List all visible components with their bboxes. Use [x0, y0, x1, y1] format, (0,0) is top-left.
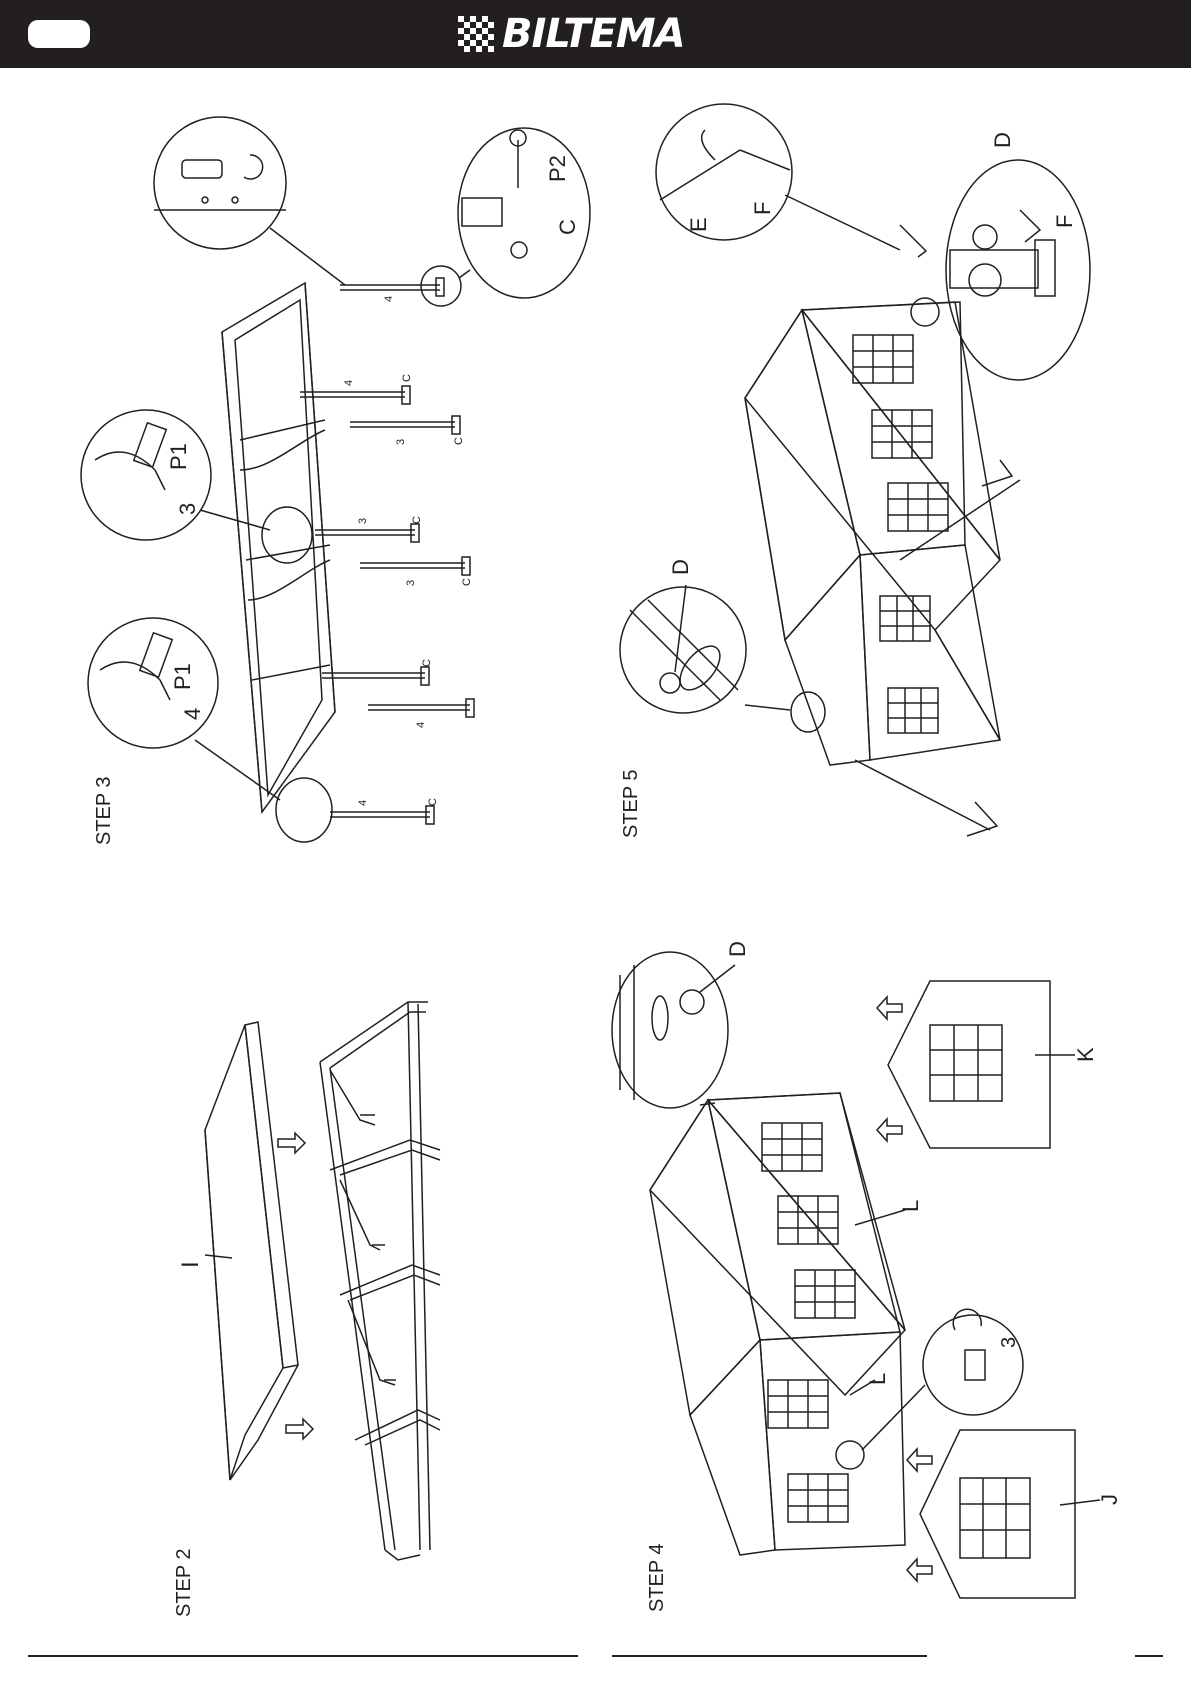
step-3-illustration: STEP 3 4 4 C: [81, 117, 590, 845]
footer-rule-left: [28, 1655, 578, 1657]
arrow-icon: [286, 1419, 313, 1439]
footer-rule-right: [1135, 1655, 1163, 1657]
roof-frame: [320, 1002, 440, 1560]
step-5-illustration: STEP 5: [620, 104, 1090, 838]
footer-rule-middle: [612, 1655, 927, 1657]
pole: 3 C: [360, 557, 473, 586]
svg-text:E: E: [686, 217, 711, 232]
svg-text:K: K: [1073, 1047, 1098, 1062]
pole: 4 C: [330, 798, 439, 824]
step-3-detail-joint-3: P1 3: [81, 410, 312, 563]
step-5-label: STEP 5: [620, 769, 642, 838]
step-4-detail-d: D: [612, 941, 750, 1108]
tent-window: [853, 335, 913, 383]
step-5-tent: [745, 302, 1020, 836]
svg-text:P2: P2: [545, 155, 570, 182]
step-3-detail-joint-4: P1 4: [88, 618, 332, 842]
arrow-icon: [877, 1119, 902, 1141]
svg-text:C: C: [401, 374, 413, 382]
tent-window: [795, 1270, 855, 1318]
pole: C: [322, 659, 433, 685]
svg-text:3: 3: [405, 580, 417, 586]
step-3-detail-hook: [154, 117, 345, 285]
svg-text:I: I: [177, 1261, 204, 1268]
svg-text:3: 3: [395, 439, 407, 445]
svg-text:D: D: [668, 559, 693, 575]
svg-text:P1: P1: [166, 443, 191, 470]
svg-text:3: 3: [357, 518, 369, 524]
svg-text:P1: P1: [170, 663, 195, 690]
svg-text:4: 4: [180, 708, 205, 720]
tent-window: [960, 1478, 1030, 1558]
svg-text:4: 4: [357, 800, 369, 806]
tent-window: [788, 1474, 848, 1522]
svg-text:F: F: [750, 202, 775, 215]
step-4-label: STEP 4: [646, 1543, 668, 1612]
svg-text:C: C: [427, 798, 439, 806]
svg-text:4: 4: [383, 296, 395, 302]
svg-text:C: C: [421, 659, 433, 667]
tent-window: [880, 596, 930, 641]
roof-cover-i: I: [177, 1022, 298, 1480]
svg-text:4: 4: [415, 722, 427, 728]
arrow-icon: [877, 997, 902, 1019]
svg-text:L: L: [898, 1200, 923, 1212]
svg-text:C: C: [461, 578, 473, 586]
step-4-illustration: STEP 4 D: [612, 941, 1122, 1612]
pole: 3 C: [350, 416, 465, 445]
svg-text:F: F: [1052, 215, 1077, 228]
step-2-illustration: STEP 2 I: [173, 1002, 440, 1617]
pole: 4: [340, 278, 444, 302]
svg-text:D: D: [725, 941, 750, 957]
tent-window: [872, 410, 932, 458]
end-panel-k: K: [877, 981, 1098, 1148]
tent-window: [768, 1380, 828, 1428]
svg-text:D: D: [990, 132, 1015, 148]
svg-text:4: 4: [343, 380, 355, 386]
step-3-roof-frame: [222, 283, 335, 812]
svg-text:3: 3: [998, 1337, 1020, 1348]
step-5-detail-foot-d: D F: [911, 132, 1090, 380]
arrow-icon: [907, 1449, 932, 1471]
pole: 4: [368, 699, 474, 728]
tent-window: [778, 1196, 838, 1244]
step-5-detail-rope: E F: [656, 104, 926, 257]
tent-window: [930, 1025, 1002, 1101]
tent-window: [888, 483, 948, 531]
svg-text:C: C: [411, 516, 423, 524]
arrow-icon: [278, 1133, 305, 1153]
tent-window: [762, 1123, 822, 1171]
end-panel-j: J: [907, 1430, 1122, 1598]
pole: 4 C: [300, 374, 413, 404]
arrow-icon: [907, 1559, 932, 1581]
svg-text:3: 3: [175, 503, 200, 515]
step-2-label: STEP 2: [173, 1548, 195, 1617]
svg-text:C: C: [453, 437, 465, 445]
step-4-tent: L L: [650, 1093, 923, 1555]
step-3-label: STEP 3: [93, 776, 115, 845]
step-4-detail-3: 3: [836, 1309, 1023, 1469]
tent-window: [888, 688, 938, 733]
step-3-poles: 4 4 C 3 C 3 C 3: [300, 278, 474, 824]
step-3-detail-bolt-p2: P2 C: [421, 128, 590, 306]
pole: 3 C: [315, 516, 423, 542]
svg-text:C: C: [555, 219, 580, 235]
step-5-detail-stake-d: D: [620, 559, 825, 732]
svg-text:J: J: [1097, 1494, 1122, 1505]
